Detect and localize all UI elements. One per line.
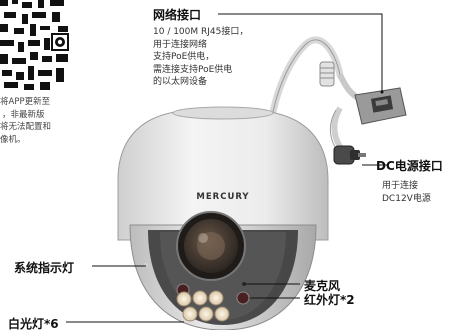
qr-notice-line: 将无法配置和 <box>0 122 52 132</box>
brand-logo: MERCURY <box>196 192 249 202</box>
dc-port-description: 用于连接 DC12V电源 <box>382 180 431 205</box>
dc-port-title: DC电源接口 <box>376 159 443 173</box>
network-desc-line: 用于连接网络 <box>153 39 208 50</box>
dc-connector <box>333 145 366 165</box>
ir-light-label: 红外灯*2 <box>304 293 355 307</box>
network-desc-line: 的以太网设备 <box>153 77 208 87</box>
qr-notice-line: 像机。 <box>0 134 26 145</box>
microphone-label: 麦克风 <box>304 279 341 293</box>
rj45-connector <box>354 87 407 125</box>
network-desc-line: 支持PoE供电， <box>153 52 215 62</box>
white-light-label: 白光灯*6 <box>8 317 59 331</box>
qr-notice-line: ，非最新版 <box>2 109 45 120</box>
status-light-label: 系统指示灯 <box>14 261 75 275</box>
qr-code <box>0 0 70 92</box>
network-port-description: 10 / 100M RJ45接口， 用于连接网络 支持PoE供电， 需连接支持P… <box>153 26 248 89</box>
dc-desc-line: 用于连接 <box>382 181 419 191</box>
network-port-title: 网络接口 <box>153 8 202 22</box>
network-desc-line: 需连接支持PoE供电 <box>153 64 233 75</box>
qr-notice-line: 将APP更新至 <box>0 97 51 107</box>
network-desc-line: 10 / 100M RJ45接口， <box>153 27 249 37</box>
dc-desc-line: DC12V电源 <box>382 193 431 204</box>
qr-notice: 将APP更新至 ，非最新版 将无法配置和 像机。 <box>0 96 51 146</box>
